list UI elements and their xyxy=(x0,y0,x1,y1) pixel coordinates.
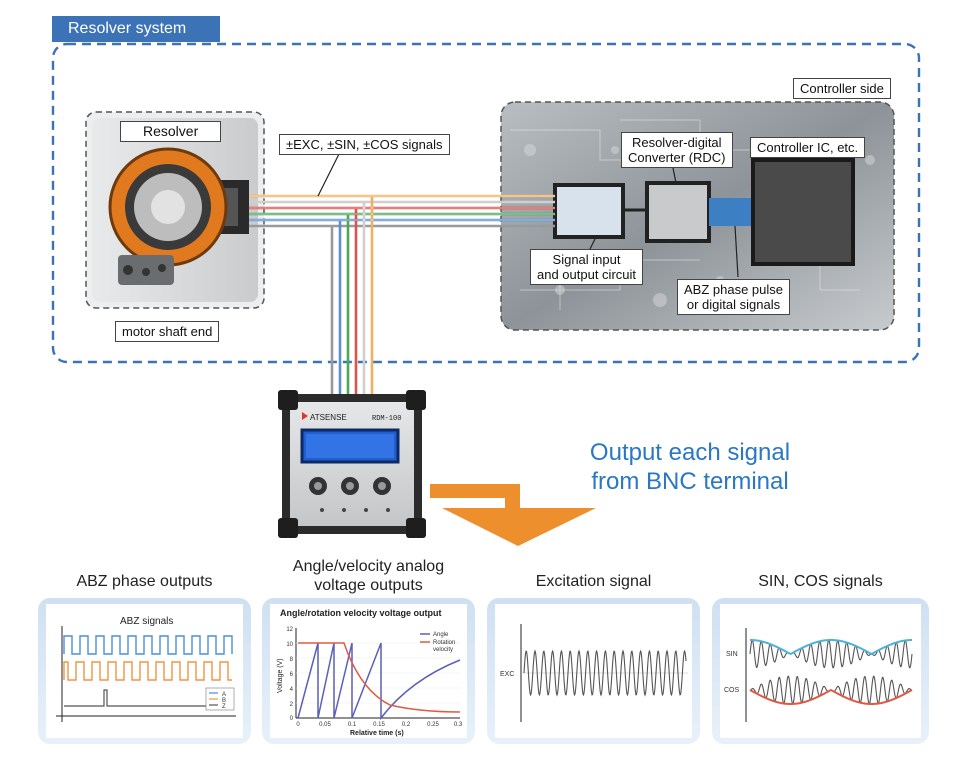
abz-legend-b: B xyxy=(222,698,226,704)
panel-angle xyxy=(262,598,475,744)
angle-caption-line2: voltage outputs xyxy=(314,577,423,594)
signal-wires xyxy=(249,194,555,398)
angle-ytick: 0 xyxy=(290,716,294,722)
resolver-label: Resolver xyxy=(120,121,222,142)
angle-ytick: 12 xyxy=(286,627,293,633)
angle-xlabel: Relative time (s) xyxy=(350,730,404,737)
angle-ytick: 4 xyxy=(290,687,294,693)
controller-side-label: Controller side xyxy=(793,78,891,99)
system-title: Resolver system xyxy=(52,16,220,42)
abz-line2: or digital signals xyxy=(686,297,781,312)
rdc-line1: Resolver-digital xyxy=(631,135,722,150)
angle-legend-velocity-2: velocity xyxy=(433,647,453,653)
motor-shaft-label: motor shaft end xyxy=(115,321,220,342)
angle-yticks: 12 10 8 6 4 2 0 xyxy=(286,627,293,722)
abz-link xyxy=(709,198,751,226)
signal-io-label: Signal input and output circuit xyxy=(530,249,644,285)
angle-inner-title: Angle/rotation velocity voltage output xyxy=(280,608,442,618)
angle-ytick: 8 xyxy=(290,657,294,663)
angle-legend-angle: Angle xyxy=(433,632,449,638)
abz-inner-title: ABZ signals xyxy=(120,616,173,627)
angle-xtick: 0.05 xyxy=(319,722,331,728)
resolver-photo xyxy=(85,111,265,309)
rdc-label: Resolver-digital Converter (RDC) xyxy=(621,132,733,168)
cos-label: COS xyxy=(724,687,740,694)
signals-label: ±EXC, ±SIN, ±COS signals xyxy=(279,134,450,155)
rdm-device xyxy=(278,390,426,538)
panel-sincos xyxy=(712,598,929,744)
angle-xtick: 0.2 xyxy=(402,722,411,728)
rdc-line2: Converter (RDC) xyxy=(628,150,726,165)
angle-xtick: 0.25 xyxy=(427,722,439,728)
device-model: RDM-100 xyxy=(372,415,401,423)
angle-xticks: 0 0.05 0.1 0.15 0.2 0.25 0.3 xyxy=(296,722,463,728)
signal-io-line1: Signal input xyxy=(552,252,621,267)
angle-caption-line1: Angle/velocity analog xyxy=(292,558,445,575)
controller-ic-label: Controller IC, etc. xyxy=(750,137,866,158)
angle-ylabel: Voltage (V) xyxy=(277,658,284,693)
angle-xtick: 0.1 xyxy=(348,722,357,728)
output-line1: Output each signal xyxy=(589,439,791,466)
angle-legend-velocity-1: Rotation xyxy=(433,640,455,646)
abz-legend-a: A xyxy=(222,692,226,698)
exc-caption: Excitation signal xyxy=(535,573,652,590)
controller-ic xyxy=(751,158,855,266)
signal-io-chip xyxy=(553,183,625,239)
angle-xtick: 0.3 xyxy=(454,722,463,728)
panel-abz xyxy=(38,598,251,744)
sincos-caption: SIN, COS signals xyxy=(758,573,883,590)
abz-legend-z: Z xyxy=(222,704,226,710)
device-brand: ATSENSE xyxy=(310,413,347,422)
angle-ytick: 2 xyxy=(290,702,294,708)
abz-line1: ABZ phase pulse xyxy=(684,282,784,297)
output-arrow xyxy=(430,484,596,546)
angle-xtick: 0.15 xyxy=(373,722,385,728)
angle-xtick: 0 xyxy=(296,722,300,728)
sin-label: SIN xyxy=(726,651,738,658)
panel-exc xyxy=(487,598,700,744)
exc-label: EXC xyxy=(500,671,514,678)
angle-ytick: 6 xyxy=(290,672,294,678)
signal-io-line2: and output circuit xyxy=(537,267,637,282)
rdc-chip xyxy=(645,181,711,243)
output-title: Output each signal from BNC terminal xyxy=(560,438,820,496)
angle-ytick: 10 xyxy=(286,642,293,648)
abz-caption: ABZ phase outputs xyxy=(76,573,213,590)
abz-phase-label: ABZ phase pulse or digital signals xyxy=(677,279,791,315)
output-line2: from BNC terminal xyxy=(591,468,789,495)
system-frame xyxy=(51,42,921,364)
angle-caption: Angle/velocity analog voltage outputs xyxy=(262,557,475,595)
